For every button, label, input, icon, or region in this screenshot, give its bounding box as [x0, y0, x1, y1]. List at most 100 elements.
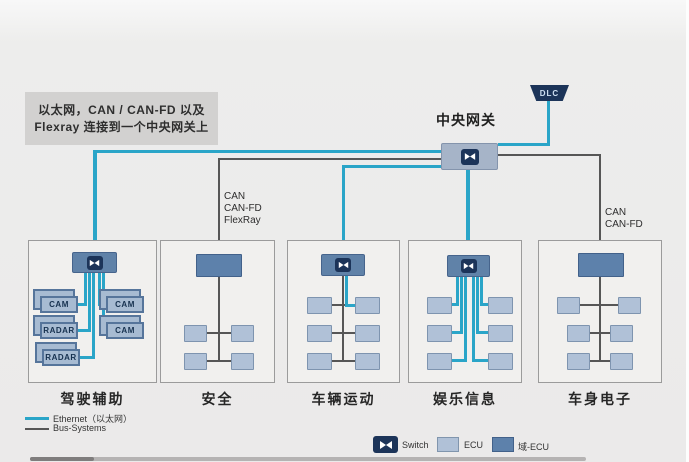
ethernet-line: [472, 277, 475, 362]
ethernet-line-dlc-h: [498, 143, 550, 146]
ecu-box: [184, 325, 207, 342]
callout-box: 以太网，CAN / CAN-FD 以及 Flexray 连接到一个中央网关上: [25, 92, 218, 145]
ethernet-line: [464, 277, 467, 362]
bus-line-gateway-to-safety-h: [218, 158, 442, 160]
ethernet-line-gateway-to-infotainment-v: [466, 170, 470, 256]
legend-ethernet-label: Ethernet（以太网）: [53, 414, 133, 424]
legend-ecu-label: ECU: [464, 440, 484, 450]
body-domain-ecu: [578, 253, 624, 277]
ethernet-line: [476, 331, 496, 334]
bus-line: [218, 277, 220, 362]
legend-domain-ecu-label: 域-ECU: [518, 442, 549, 452]
ecu-box: [610, 325, 633, 342]
bus-line: [200, 332, 238, 334]
bus-line: [320, 360, 358, 362]
domain-label-infotainment: 娱乐信息: [433, 391, 497, 407]
safety-bus-label-can: CAN: [224, 191, 246, 202]
legend-switch-icon: [373, 436, 398, 453]
ethernet-line-gateway-to-motion-v: [342, 165, 345, 255]
ethernet-line: [70, 356, 95, 359]
video-progress-played[interactable]: [30, 457, 94, 461]
central-gateway-label: 中央网关: [436, 112, 496, 128]
bus-line-gateway-to-body-v: [599, 154, 601, 254]
video-progress-track[interactable]: [30, 457, 586, 461]
bus-line-gateway-to-body-h: [498, 154, 601, 156]
safety-bus-label-canfd: CAN-FD: [224, 203, 262, 214]
domain-label-body: 车身电子: [568, 391, 632, 407]
ecu-box: [488, 297, 513, 314]
ethernet-line: [480, 277, 483, 306]
domain-label-safety: 安全: [201, 391, 234, 407]
ethernet-line: [444, 359, 467, 362]
ecu-box: [567, 325, 590, 342]
motion-switch: [321, 254, 365, 276]
ethernet-line: [345, 276, 348, 307]
ecu-box: [355, 353, 380, 370]
domain-label-driver-assist: 驾驶辅助: [60, 391, 125, 407]
ethernet-line: [88, 273, 91, 332]
ecu-box: [307, 325, 332, 342]
ethernet-line-gateway-to-driver-assist-v: [93, 150, 97, 253]
callout-line2: Flexray 连接到一个中央网关上: [34, 119, 209, 134]
bus-line: [580, 360, 620, 362]
ethernet-line: [476, 277, 479, 334]
switch-icon: [335, 258, 351, 272]
ecu-box: [488, 325, 513, 342]
legend-domain-ecu-swatch: [492, 437, 514, 452]
ecu-box: [184, 353, 207, 370]
sensor-box-cam: CAM: [106, 296, 144, 313]
bus-line: [342, 276, 344, 362]
ecu-box: [488, 353, 513, 370]
sensor-box-radar: RADAR: [42, 349, 80, 366]
body-bus-label-can: CAN: [605, 207, 627, 218]
bus-line: [599, 277, 601, 362]
ethernet-line: [98, 273, 101, 306]
sensor-box-cam: CAM: [40, 296, 78, 313]
ethernet-line: [472, 359, 496, 362]
ethernet-line: [102, 273, 105, 332]
ethernet-line: [70, 303, 87, 306]
ethernet-line: [98, 303, 112, 306]
bus-line: [200, 360, 238, 362]
legend-bus-swatch: [25, 428, 49, 430]
switch-icon: [86, 255, 103, 270]
switch-icon: [460, 259, 477, 273]
legend-ethernet-swatch: [25, 417, 49, 420]
ecu-box: [355, 297, 380, 314]
legend-ecu-swatch: [437, 437, 459, 452]
ethernet-line: [456, 277, 459, 306]
safety-bus-label-flexray: FlexRay: [224, 215, 261, 226]
legend-switch-label: Switch: [402, 440, 429, 450]
ethernet-line: [345, 304, 358, 307]
ecu-box: [427, 325, 452, 342]
ecu-box: [567, 353, 590, 370]
ecu-box: [618, 297, 641, 314]
driver-assist-switch: [72, 252, 117, 273]
safety-bus-label: CAN CAN-FD FlexRay: [224, 191, 262, 227]
bus-line: [320, 332, 358, 334]
callout-line1: 以太网，CAN / CAN-FD 以及: [38, 102, 205, 117]
ethernet-line: [92, 273, 95, 359]
ecu-box: [610, 353, 633, 370]
ecu-box: [231, 353, 254, 370]
sensor-box-cam: CAM: [106, 322, 144, 339]
ethernet-line: [460, 277, 463, 334]
ecu-box: [557, 297, 580, 314]
bus-line: [580, 332, 620, 334]
ecu-box: [427, 353, 452, 370]
sensor-box-radar: RADAR: [40, 322, 78, 339]
ecu-box: [307, 297, 332, 314]
ecu-box: [307, 353, 332, 370]
ecu-box: [355, 325, 380, 342]
bus-line: [320, 304, 358, 306]
central-gateway-switch: [441, 143, 498, 170]
ethernet-line: [70, 329, 91, 332]
ethernet-line: [444, 331, 463, 334]
dlc-connector: DLC: [530, 85, 569, 101]
ethernet-line-dlc-v: [547, 100, 550, 146]
body-bus-label: CAN CAN-FD: [605, 207, 643, 231]
safety-domain-ecu: [196, 254, 242, 277]
body-bus-label-canfd: CAN-FD: [605, 219, 643, 230]
switch-icon: [460, 148, 479, 165]
domain-label-motion: 车辆运动: [311, 391, 376, 407]
